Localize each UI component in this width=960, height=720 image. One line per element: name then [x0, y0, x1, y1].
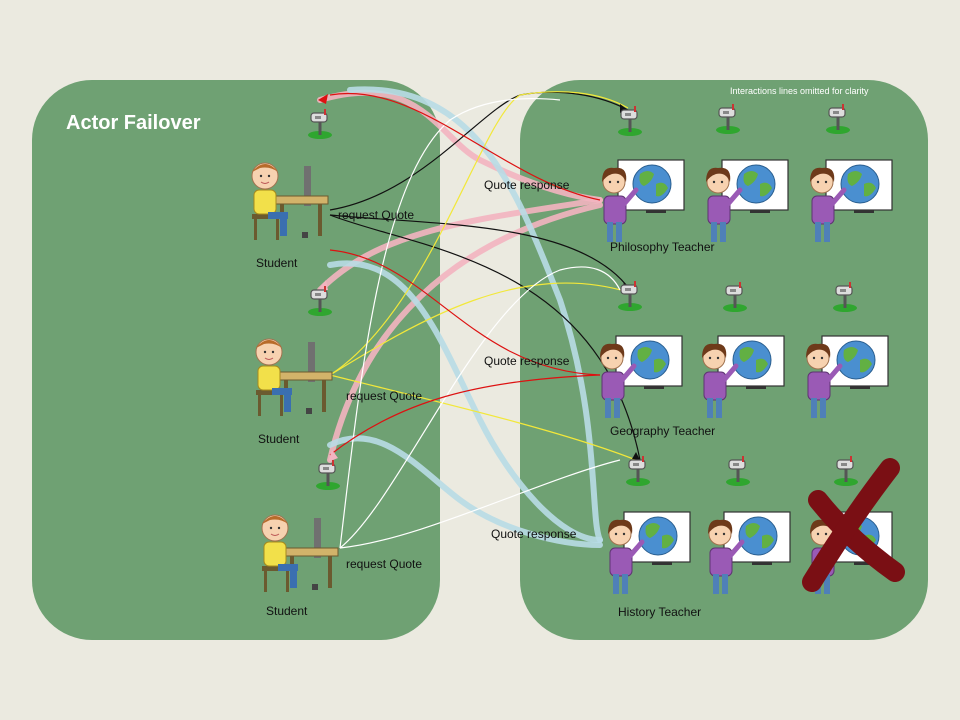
- teacher-icon: [706, 160, 788, 242]
- failure-cross-icon: [802, 458, 905, 592]
- quote-response-label: Quote response: [484, 178, 570, 192]
- quote-response-label: Quote response: [491, 527, 577, 541]
- request-quote-label: request Quote: [346, 557, 423, 571]
- diagram-note: Interactions lines omitted for clarity: [730, 86, 869, 96]
- mailbox-icon: [833, 455, 859, 487]
- student-label: Student: [266, 604, 308, 618]
- teacher-icon: [608, 512, 690, 594]
- teacher-row-label: Geography Teacher: [610, 424, 716, 438]
- teacher-icon: [708, 512, 790, 594]
- quote-response-label: Quote response: [484, 354, 570, 368]
- mailbox-icon: [617, 280, 643, 312]
- mailbox-icon: [315, 459, 341, 491]
- student-label: Student: [258, 432, 300, 446]
- teacher-icon: [702, 336, 784, 418]
- mailbox-icon: [307, 285, 333, 317]
- teacher-row-label: History Teacher: [618, 605, 702, 619]
- mailbox-icon: [715, 103, 741, 135]
- mailbox-icon: [307, 108, 333, 140]
- teacher-icon: [806, 336, 888, 418]
- message-lines: [329, 91, 641, 549]
- request-quote-label: request Quote: [338, 208, 415, 222]
- student-icon: [251, 162, 329, 241]
- student-icon: [261, 514, 339, 593]
- teacher-icon: [600, 336, 682, 418]
- mailbox-icon: [625, 455, 651, 487]
- request-quote-label: request Quote: [346, 389, 423, 403]
- student-label: Student: [256, 256, 298, 270]
- arrowheads: [318, 94, 640, 462]
- mailbox-icon: [825, 103, 851, 135]
- mailbox-icon: [725, 455, 751, 487]
- mailbox-icon: [832, 281, 858, 313]
- teacher-icon: [602, 160, 684, 242]
- teacher-row-label: Philosophy Teacher: [610, 240, 715, 254]
- diagram-title: Actor Failover: [66, 112, 201, 134]
- mailbox-icon: [722, 281, 748, 313]
- mailbox-icon: [617, 105, 643, 137]
- teacher-icon: [810, 160, 892, 242]
- flow-lines: [317, 86, 603, 548]
- student-icon: [255, 338, 333, 417]
